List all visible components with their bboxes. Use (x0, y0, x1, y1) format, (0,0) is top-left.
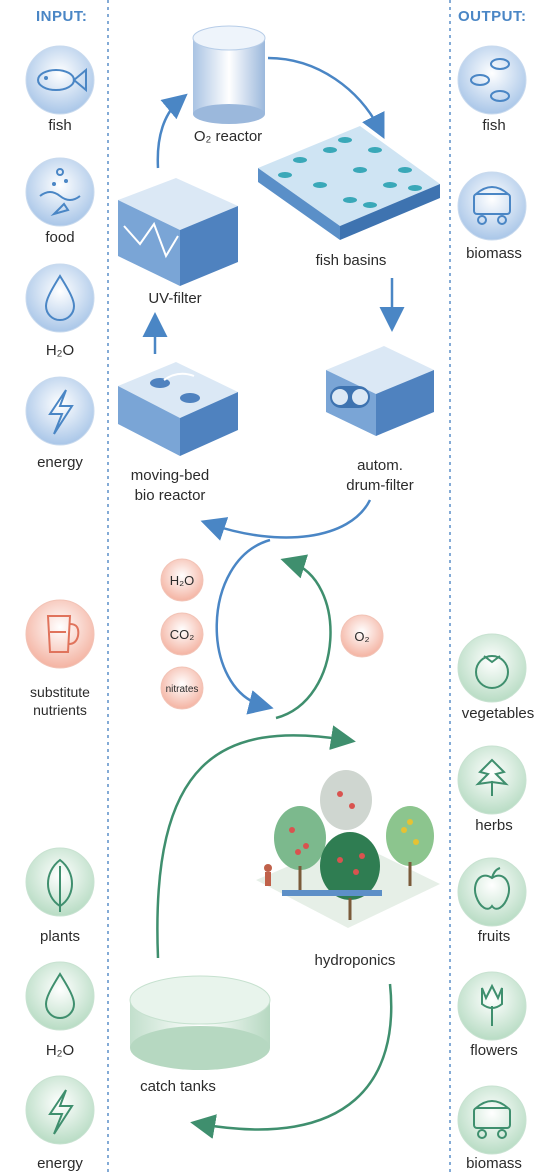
fish-output-icon (457, 45, 527, 115)
output-header: OUTPUT: (458, 8, 527, 25)
uv-to-o2-arrow (156, 93, 188, 169)
co2-bubble-label: CO₂ (169, 627, 195, 642)
uv-filter-label: UV-filter (148, 290, 202, 307)
drum-filter-label-1: autom. (357, 457, 403, 474)
fish-basins-icon (258, 126, 440, 240)
biomass-green-label: biomass (466, 1155, 522, 1172)
substitute-label-2: nutrients (33, 702, 87, 718)
nitrates-bubble (160, 666, 204, 710)
o2-reactor-icon (192, 25, 266, 124)
fish-input-icon (25, 45, 95, 115)
drum-to-bioreactor-arrow (200, 499, 372, 541)
fish-to-plants-arrow (215, 538, 274, 715)
fish-input-label: fish (48, 117, 72, 134)
food-icon (25, 157, 95, 227)
substitute-label-1: substitute (30, 684, 90, 700)
leaf-icon (25, 847, 95, 917)
water-drop-icon (25, 263, 95, 333)
tulip-icon (457, 971, 527, 1041)
biomass-cart-green-icon (457, 1085, 527, 1155)
flowers-label: flowers (470, 1042, 518, 1059)
nitrates-bubble-label: nitrates (165, 684, 199, 695)
water-green-label: H₂O (45, 1042, 75, 1059)
water-drop-green-icon (25, 961, 95, 1031)
o2-bubble-label: O₂ (354, 629, 370, 644)
tomato-icon (457, 633, 527, 703)
fish-output-label: fish (482, 117, 506, 134)
h2o-bubble-label: H₂O (169, 573, 195, 588)
energy-green-icon (25, 1075, 95, 1145)
apple-icon (457, 857, 527, 927)
fish-basins-label: fish basins (315, 252, 387, 269)
biomass-output-label: biomass (466, 245, 522, 262)
input-header: INPUT: (36, 8, 88, 25)
o2-bubble (340, 614, 384, 658)
water-label: H₂O (45, 342, 75, 359)
energy-icon (25, 376, 95, 446)
drum-filter-icon (326, 346, 434, 436)
jug-icon (25, 599, 95, 669)
biomass-cart-icon (457, 171, 527, 241)
hydroponics-label: hydroponics (314, 952, 396, 969)
hydroponics-icon (256, 770, 440, 928)
catch-tanks-label: catch tanks (140, 1078, 216, 1095)
drum-filter-label-2: drum-filter (346, 477, 414, 494)
o2-to-basins-arrow (267, 56, 385, 139)
food-label: food (45, 229, 75, 246)
tanks-to-hydroponics-arrow (156, 725, 356, 959)
hydroponics-to-tanks-arrow (190, 983, 393, 1139)
o2-reactor-label: O₂ reactor (193, 128, 263, 145)
moving-bed-label-2: bio reactor (134, 487, 206, 504)
vegetables-label: vegetables (461, 705, 535, 722)
herbs-label: herbs (475, 817, 513, 834)
plants-to-fish-arrow (275, 554, 332, 720)
uv-filter-icon (118, 178, 238, 286)
energy-label: energy (37, 454, 83, 471)
moving-bed-label-1: moving-bed (130, 467, 210, 484)
herb-icon (457, 745, 527, 815)
moving-bed-bio-reactor-icon (118, 362, 238, 456)
plants-label: plants (39, 928, 81, 945)
energy-green-label: energy (37, 1155, 83, 1172)
h2o-bubble (160, 558, 204, 602)
co2-bubble (160, 612, 204, 656)
catch-tanks-icon (129, 975, 271, 1070)
fruits-label: fruits (477, 928, 511, 945)
